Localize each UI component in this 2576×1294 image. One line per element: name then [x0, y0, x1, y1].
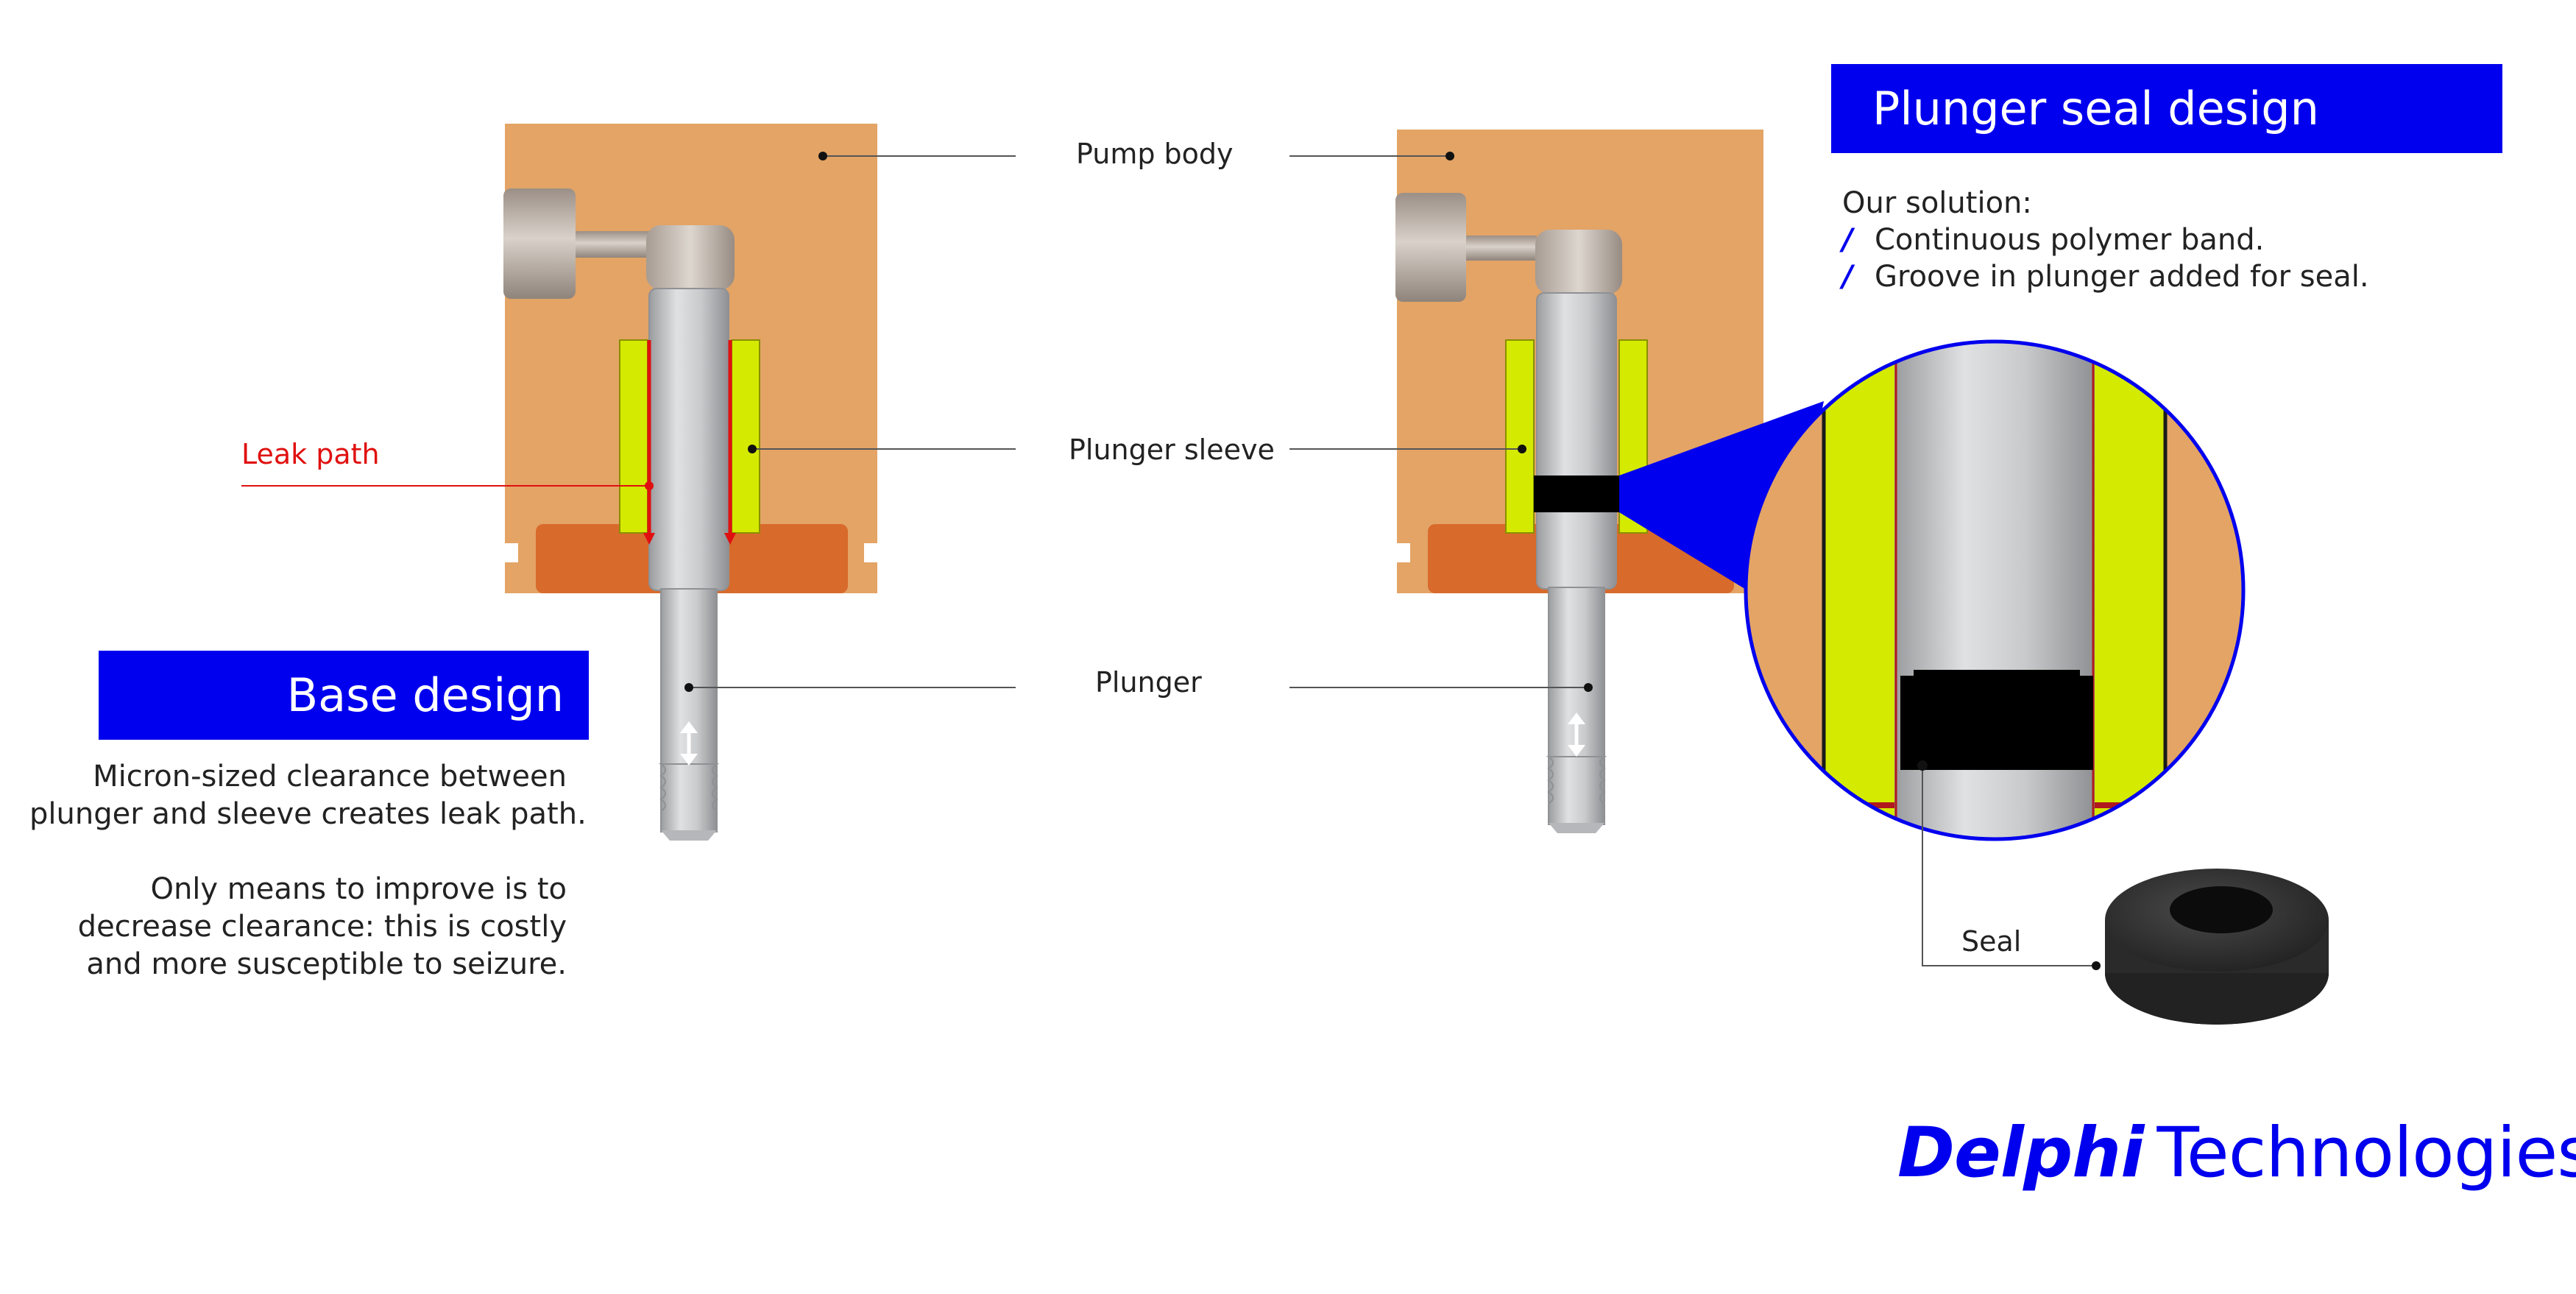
plunger	[1536, 292, 1617, 833]
plunger-label: Plunger	[1095, 666, 1202, 699]
seal-band-zoom	[1900, 676, 2093, 770]
zoom-circle	[1744, 339, 2246, 841]
plunger-sleeve	[619, 339, 648, 534]
leak-path-label: Leak path	[241, 438, 380, 470]
description-line: Only means to improve is to	[150, 872, 567, 906]
logo-word-delphi: Delphi	[1897, 1113, 2144, 1193]
solution-item-text: Groove in plunger added for seal.	[1875, 260, 2369, 294]
seal-ring	[2105, 869, 2329, 1025]
description-line: and more susceptible to seizure.	[86, 947, 567, 981]
double-arrow-icon	[680, 721, 698, 766]
seal-design-title: Plunger seal design	[1872, 81, 2319, 135]
description-line: Micron-sized clearance between	[93, 760, 567, 793]
logo-word-technologies: Technologies	[2156, 1113, 2576, 1193]
plunger-sleeve-label: Plunger sleeve	[1069, 434, 1275, 466]
zoom-callout	[1619, 339, 2246, 841]
leak-path	[643, 340, 736, 545]
double-arrow-icon	[1568, 713, 1585, 757]
base-description-2: Only means to improve is to decrease cle…	[29, 871, 567, 983]
slash-bullet-icon: /	[1842, 223, 1853, 257]
base-description-1: Micron-sized clearance between plunger a…	[29, 758, 587, 833]
list-item: / Continuous polymer band.	[1842, 222, 2369, 258]
solution-list: Our solution: / Continuous polymer band.…	[1842, 185, 2369, 295]
description-line: plunger and sleeve creates leak path.	[29, 797, 587, 831]
inlet-fitting	[503, 188, 735, 299]
leader-dots	[645, 152, 2101, 970]
slash-bullet-icon: /	[1842, 260, 1853, 294]
seal-label: Seal	[1961, 925, 2022, 958]
plunger	[648, 288, 729, 841]
description-line: decrease clearance: this is costly	[77, 910, 567, 944]
plunger-sleeve	[1505, 339, 1535, 534]
plunger-sleeve	[731, 339, 760, 534]
inlet-fitting	[1395, 193, 1622, 302]
seal-band	[1534, 475, 1619, 512]
solution-item-text: Continuous polymer band.	[1875, 223, 2265, 257]
list-item: / Groove in plunger added for seal.	[1842, 258, 2369, 295]
base-design-title: Base design	[286, 668, 564, 722]
base-pump	[503, 124, 877, 841]
pump-body-label: Pump body	[1076, 138, 1234, 170]
seal-design-banner: Plunger seal design	[1831, 64, 2502, 153]
base-design-banner: Base design	[99, 651, 589, 740]
leader-lines	[689, 155, 2096, 966]
solution-heading: Our solution:	[1842, 186, 2032, 220]
